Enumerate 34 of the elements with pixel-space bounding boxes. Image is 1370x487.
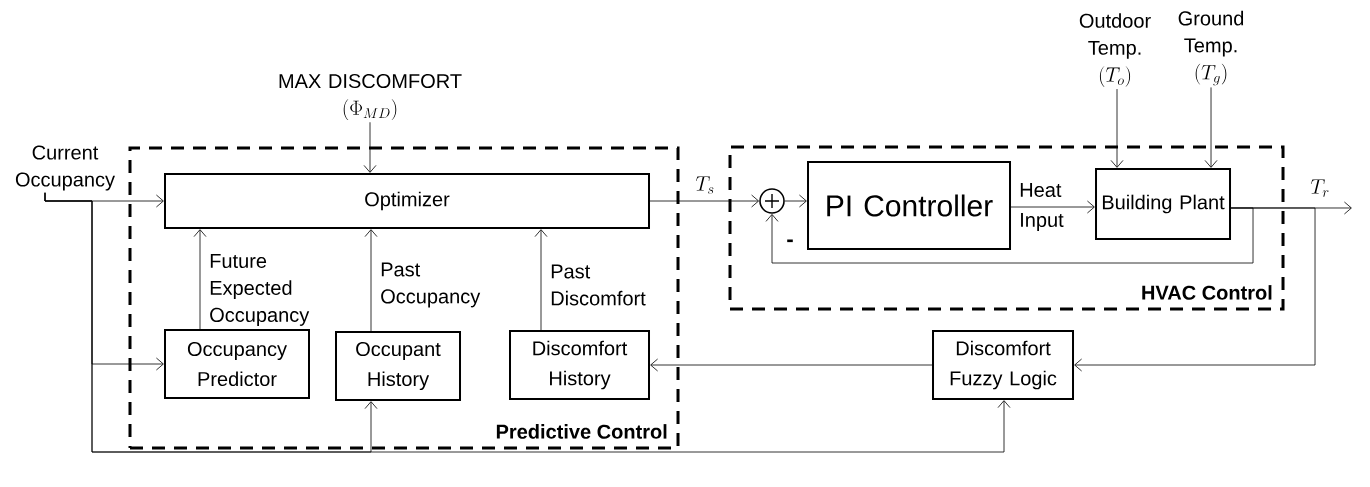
edge-label: $T_r$ xyxy=(1310,179,1329,197)
arrow xyxy=(1074,207,1316,372)
arrow xyxy=(44,192,1011,453)
arrow xyxy=(784,194,807,208)
arrow xyxy=(649,194,759,208)
edge-label: - xyxy=(787,239,793,243)
input-label: MAX DISCOMFORT $(\Phi_{MD})$ xyxy=(279,73,462,121)
group-title: HVAC Control xyxy=(1142,285,1272,300)
arrow xyxy=(1110,88,1124,168)
edge-label: $T_s$ xyxy=(696,176,714,194)
arrow xyxy=(1204,87,1218,168)
summing-junction xyxy=(759,188,785,214)
edge-label: Past Occupancy xyxy=(381,262,481,308)
arrow xyxy=(650,358,933,372)
arrow xyxy=(364,229,378,332)
process-box: Occupancy Predictor xyxy=(164,329,310,399)
process-box: Building Plant xyxy=(1095,168,1231,240)
group-title: Predictive Control xyxy=(496,424,667,439)
process-box: PI Controller xyxy=(807,161,1011,250)
arrow xyxy=(363,121,377,173)
process-box: Optimizer xyxy=(164,173,650,229)
edge-label: Future Expected Occupancy xyxy=(210,254,310,326)
edge-label: Heat Input xyxy=(1020,183,1064,231)
process-box: Discomfort Fuzzy Logic xyxy=(932,330,1074,400)
input-label: Current Occupancy xyxy=(15,145,115,191)
arrow xyxy=(1010,200,1095,214)
process-box: Discomfort History xyxy=(509,330,650,400)
input-label: Ground Temp. $(T_g)$ xyxy=(1178,10,1244,86)
edge-label: Past Discomfort xyxy=(551,264,646,306)
process-box: Occupant History xyxy=(335,331,461,401)
input-label: Outdoor Temp. $(T_o)$ xyxy=(1079,13,1151,87)
arrow xyxy=(193,229,207,330)
arrow xyxy=(765,207,1254,264)
arrow xyxy=(534,229,548,331)
